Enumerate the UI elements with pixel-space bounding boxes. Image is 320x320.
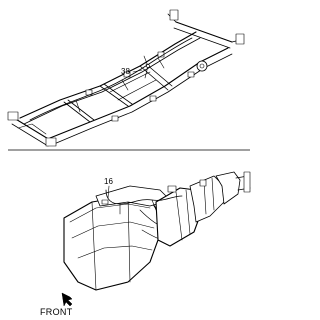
front-arrow-icon [61, 292, 73, 307]
callout-38: 38 [121, 67, 143, 76]
engine-wiring-harness [101, 189, 183, 215]
callout-16: 16 [104, 177, 113, 199]
parts-diagram: 38 [7, 9, 251, 317]
callout-16-label: 16 [104, 177, 113, 186]
callout-38-label: 38 [121, 67, 130, 76]
front-direction-indicator: FRONT [40, 292, 73, 317]
chassis-frame-drawing [7, 9, 245, 147]
chassis-wiring-harness [29, 37, 193, 121]
engine-transmission-drawing [63, 171, 251, 291]
front-label: FRONT [40, 307, 73, 317]
